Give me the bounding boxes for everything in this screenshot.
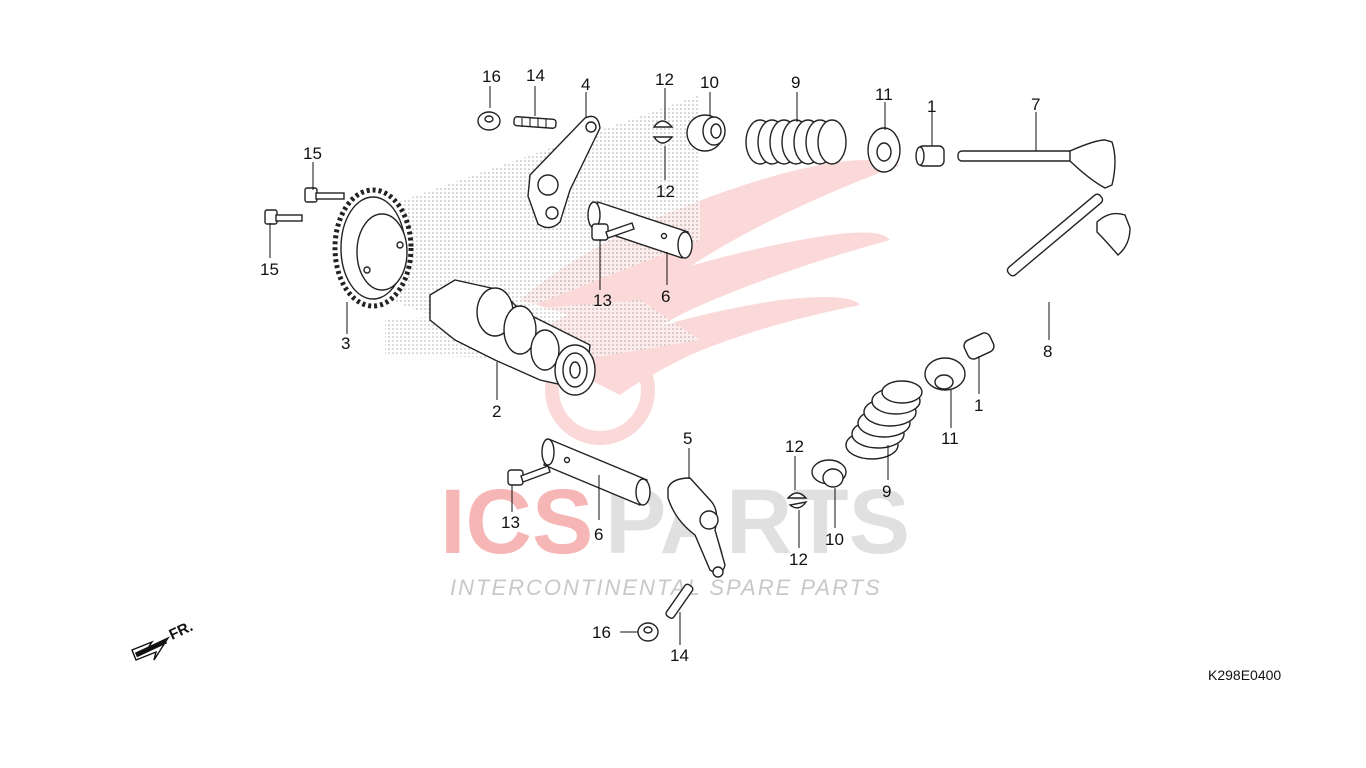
callout-12: 12 xyxy=(785,437,804,456)
rocker-arm-5 xyxy=(667,477,726,578)
callout-15: 15 xyxy=(303,144,322,163)
watermark-text: ICS PARTS INTERCONTINENTAL SPARE PARTS xyxy=(440,471,910,600)
valve-spring-9-top xyxy=(745,119,847,165)
valve-seal-10-lower xyxy=(811,459,847,488)
callout-6: 6 xyxy=(594,525,603,544)
callout-5: 5 xyxy=(683,429,692,448)
callout-12: 12 xyxy=(656,182,675,201)
callout-1: 1 xyxy=(974,396,983,415)
callout-7: 7 xyxy=(1031,95,1040,114)
bolt-13-lower xyxy=(507,465,551,486)
front-label: FR. xyxy=(167,618,196,644)
callout-10: 10 xyxy=(700,73,719,92)
spring-seat-11-lower xyxy=(924,357,966,391)
nut-16-top xyxy=(477,111,501,131)
cotter-12-top xyxy=(652,120,674,144)
front-arrow: FR. xyxy=(131,618,196,661)
callout-12: 12 xyxy=(655,70,674,89)
callout-11: 11 xyxy=(941,429,959,448)
stud-14-lower xyxy=(665,583,694,619)
watermark-brand-red: ICS xyxy=(440,471,593,573)
stem-seal-1-top xyxy=(915,145,945,167)
valve-seal-10-top xyxy=(686,114,726,152)
nut-16-lower xyxy=(637,622,659,642)
valve-spring-9-lower xyxy=(845,380,923,460)
callout-14: 14 xyxy=(670,646,689,665)
callout-15: 15 xyxy=(260,260,279,279)
callout-13: 13 xyxy=(593,291,612,310)
cam-sprocket-3 xyxy=(332,187,414,309)
bolt-15-lower xyxy=(264,209,303,225)
callout-14: 14 xyxy=(526,66,545,85)
callout-labels: 16 14 4 12 10 9 11 1 7 12 15 15 3 13 6 8… xyxy=(260,66,1052,665)
callout-2: 2 xyxy=(492,402,501,421)
callout-9: 9 xyxy=(791,73,800,92)
valve-7 xyxy=(957,139,1116,189)
stud-14-top xyxy=(513,116,557,129)
callout-12: 12 xyxy=(789,550,808,569)
callout-6: 6 xyxy=(661,287,670,306)
drawing-code: K298E0400 xyxy=(1208,667,1281,683)
watermark-tagline: INTERCONTINENTAL SPARE PARTS xyxy=(450,575,882,600)
callout-8: 8 xyxy=(1043,342,1052,361)
bolt-15-upper xyxy=(304,187,345,203)
callout-9: 9 xyxy=(882,482,891,501)
callout-10: 10 xyxy=(825,530,844,549)
callout-4: 4 xyxy=(581,75,590,94)
cotter-12-lower xyxy=(786,492,808,509)
rocker-arm-4 xyxy=(527,115,601,229)
rocker-shaft-6-lower xyxy=(541,438,651,506)
stem-seal-1-lower xyxy=(963,332,995,360)
callout-11: 11 xyxy=(875,85,893,104)
leader-lines xyxy=(269,86,1050,645)
callout-1: 1 xyxy=(927,97,936,116)
callout-3: 3 xyxy=(341,334,350,353)
callout-16: 16 xyxy=(592,623,611,642)
watermark-brand-gray: PARTS xyxy=(605,471,910,573)
spring-seat-11-top xyxy=(867,127,901,173)
callout-16: 16 xyxy=(482,67,501,86)
callout-13: 13 xyxy=(501,513,520,532)
camshaft-2 xyxy=(429,279,596,396)
valve-8 xyxy=(1006,193,1131,277)
